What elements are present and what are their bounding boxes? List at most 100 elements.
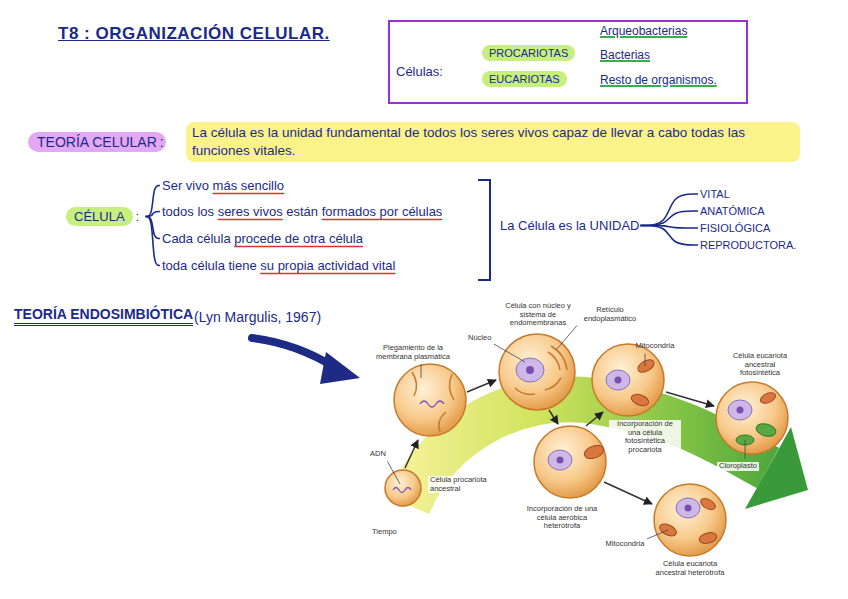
postulate: todos los seres vivos están formados por…	[162, 204, 442, 219]
postulate-bracket	[478, 180, 490, 280]
node-text: CÉLULA	[66, 207, 133, 226]
nucleated-cell	[526, 366, 534, 374]
nucleated-cell	[548, 352, 560, 370]
postulate: Ser vivo más sencillo	[162, 178, 284, 193]
colon: :	[160, 134, 164, 150]
node-text: VITAL	[700, 188, 730, 200]
nucleated-cell	[499, 334, 575, 410]
aerobic-incorporation-cell	[534, 426, 606, 498]
figure-label: Célula procariota ancestral	[428, 476, 490, 493]
heterotroph-cell	[699, 496, 717, 512]
branch-connector	[640, 211, 698, 226]
unit-type: REPRODUCTORA.	[700, 239, 796, 251]
mitochondria-cell	[606, 370, 630, 390]
aerobic-incorporation-cell	[534, 426, 606, 498]
folding-cell	[420, 401, 444, 407]
node-text: La célula es la unidad fundamental de to…	[192, 124, 794, 160]
leader-line	[556, 326, 577, 350]
figure-label: Célula eucariota ancestral fotosintética	[724, 352, 796, 378]
figure-label: Célula con núcleo y sistema de endomembr…	[501, 302, 575, 328]
group-member: Resto de organismos.	[600, 73, 717, 87]
leader-line	[494, 344, 525, 362]
node-text: Arqueobacterias	[600, 24, 687, 38]
folding-cell	[412, 372, 417, 396]
node-text: PROCARIOTAS	[489, 47, 568, 59]
mitochondria-cell	[592, 344, 664, 416]
figure-label: Célula eucariota ancestral heterótrofa	[648, 560, 732, 577]
nucleated-cell	[551, 346, 567, 370]
definition-highlight: La célula es la unidad fundamental de to…	[186, 122, 800, 162]
mitochondria-cell	[592, 344, 664, 416]
figure-label: Incorporación de una célula fotosintétic…	[609, 420, 681, 455]
heterotroph-cell	[676, 498, 700, 518]
author-citation: (Lyn Margulis, 1967)	[194, 309, 321, 325]
figure-label: Incorporación de una célula aeróbica het…	[525, 505, 599, 531]
nucleated-cell	[499, 334, 575, 410]
leader-line	[645, 354, 646, 366]
colon: :	[136, 209, 140, 224]
node-text: todos los seres vivos están formados por…	[162, 204, 442, 219]
stage-arrow	[405, 440, 418, 468]
photosynthetic-cell	[728, 400, 752, 420]
unit-type: ANATÓMICA	[700, 205, 765, 217]
nucleated-cell	[515, 388, 535, 394]
unit-type: FISIOLÓGICA	[700, 222, 770, 234]
photosynthetic-cell	[716, 382, 788, 454]
postulate-bracket	[478, 180, 490, 280]
branch-connector	[146, 186, 160, 217]
figure-label: Mitocondria	[606, 540, 645, 549]
group-member: Bacterias	[600, 48, 650, 62]
figure-label: Núcleo	[468, 334, 491, 343]
leader-line	[745, 440, 746, 459]
node-text: Células:	[396, 64, 443, 79]
photosynthetic-cell	[759, 391, 777, 406]
photosynthetic-cell	[737, 407, 744, 414]
node-text: La Célula es la UNIDAD	[500, 218, 639, 233]
branch-root: Células:	[396, 64, 443, 79]
heterotroph-cell	[654, 484, 726, 556]
figure-label: Cloroplasto	[717, 462, 759, 471]
postulate: toda célula tiene su propia actividad vi…	[162, 258, 395, 273]
ancestral-prokaryote-cell	[393, 488, 411, 493]
nucleated-cell	[516, 358, 544, 382]
photosynthetic-cell	[755, 422, 777, 439]
heterotroph-cell	[654, 484, 726, 556]
figure-label: ADN	[370, 450, 386, 459]
aerobic-incorporation-cell	[548, 450, 572, 470]
node-text: Cada célula procede de otra célula	[162, 231, 363, 246]
node-text: FISIOLÓGICA	[700, 222, 770, 234]
group-member: Arqueobacterias	[600, 24, 687, 38]
mitochondria-cell	[630, 392, 650, 408]
node-text: ANATÓMICA	[700, 205, 765, 217]
photosynthetic-cell	[716, 382, 788, 454]
leader-line	[387, 461, 400, 484]
ancestral-prokaryote-cell	[385, 470, 421, 506]
page-title: T8 : ORGANIZACIÓN CELULAR.	[58, 24, 330, 44]
mitochondria-cell	[615, 377, 622, 384]
node-text: TEORÍA CELULAR	[37, 134, 157, 150]
section-heading: TEORÍA ENDOSIMBIÓTICA	[14, 306, 193, 326]
stage-arrow	[604, 482, 652, 504]
figure-label: Tiempo	[372, 528, 397, 537]
stage-arrow	[549, 410, 558, 424]
node-text: REPRODUCTORA.	[700, 239, 796, 251]
aerobic-incorporation-cell	[557, 457, 564, 464]
node-text: toda célula tiene su propia actividad vi…	[162, 258, 395, 273]
group-pill: PROCARIOTAS	[482, 45, 575, 61]
leader-line	[647, 530, 668, 539]
stage-arrow	[666, 392, 714, 406]
blue-pointer-arrow	[252, 338, 360, 384]
blue-pointer-arrow	[252, 338, 336, 368]
stage-arrow	[467, 380, 496, 392]
postulate: Cada célula procede de otra célula	[162, 231, 363, 246]
stage-arrow	[405, 380, 714, 504]
branch-connector	[146, 212, 160, 217]
node-text: Resto de organismos.	[600, 73, 717, 87]
stage-arrow	[586, 412, 603, 426]
folding-cell	[394, 364, 466, 436]
blue-pointer-arrow	[320, 352, 360, 384]
classification-box: Células:PROCARIOTASEUCARIOTASArqueobacte…	[388, 20, 748, 104]
node-text: Bacterias	[600, 48, 650, 62]
theory-title: TEORÍA CELULAR	[28, 132, 166, 152]
